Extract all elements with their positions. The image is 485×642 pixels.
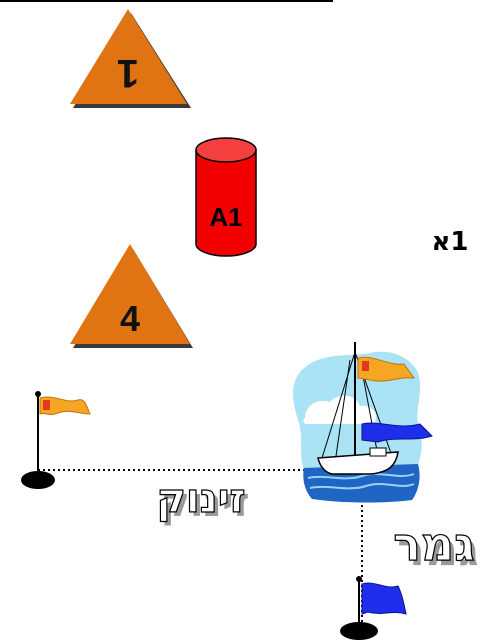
start-label-shadow: זינוק xyxy=(160,480,249,526)
course-label: 1א xyxy=(431,227,468,257)
mark-1-triangle: 1 xyxy=(70,9,191,108)
blue-flag-icon xyxy=(361,582,407,615)
finish-buoy xyxy=(340,576,407,640)
finish-label: גמר xyxy=(393,517,475,571)
mark-1-label: 1 xyxy=(117,51,139,95)
mark-4-label: 4 xyxy=(120,298,140,339)
cylinder-label: A1 xyxy=(209,202,242,232)
cylinder-mark-a1: A1 xyxy=(195,137,257,257)
start-buoy xyxy=(21,391,91,489)
start-label: זינוק xyxy=(156,476,245,522)
finish-label-shadow: גמר xyxy=(397,522,479,576)
mark-4-triangle: 4 xyxy=(70,244,193,348)
orange-flag-icon xyxy=(39,396,91,416)
sailboat-icon xyxy=(293,342,433,503)
